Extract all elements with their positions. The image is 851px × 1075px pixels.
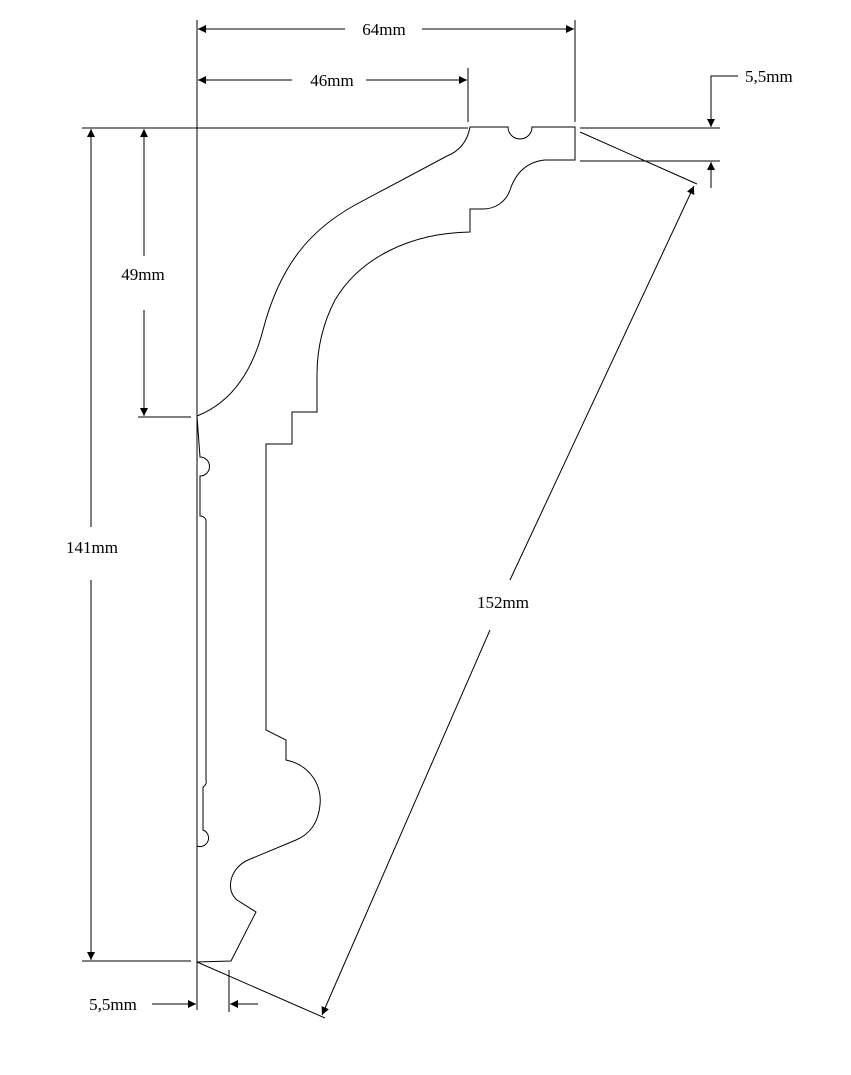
dim-top-projection: 46mm: [198, 68, 469, 122]
arrow-top-lip-down: [707, 75, 738, 127]
ext-line-diagonal-bottom: [196, 961, 326, 1019]
label-total-height: 141mm: [66, 538, 118, 557]
dim-total-height: 141mm: [66, 129, 191, 962]
arrow-diagonal-down: [321, 629, 491, 1016]
ext-line-diagonal-top: [579, 131, 698, 185]
dim-top-curve-height: 49mm: [121, 129, 191, 418]
label-top-projection: 46mm: [310, 71, 353, 90]
label-bottom-lip: 5,5mm: [89, 995, 137, 1014]
dim-diagonal: 152mm: [196, 131, 698, 1019]
label-total-width: 64mm: [362, 20, 405, 39]
label-top-curve-height: 49mm: [121, 265, 164, 284]
arrow-diagonal-up: [509, 185, 695, 581]
dim-total-width: 64mm: [196, 20, 576, 1010]
label-diagonal: 152mm: [477, 593, 529, 612]
moulding-profile: [196, 126, 576, 963]
label-top-lip: 5,5mm: [745, 67, 793, 86]
profile-outline: [196, 126, 576, 963]
dim-bottom-lip: 5,5mm: [89, 970, 258, 1014]
dim-top-lip: 5,5mm: [707, 67, 793, 188]
